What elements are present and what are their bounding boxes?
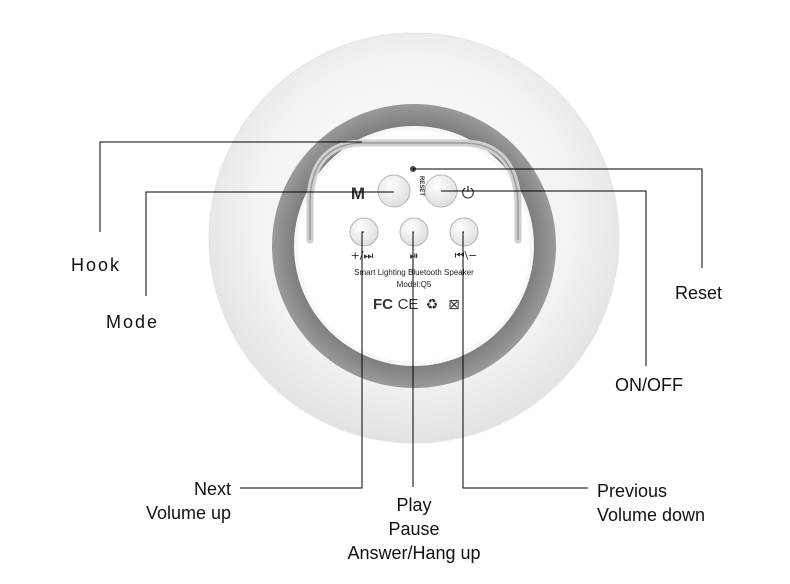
mode-button[interactable]: [377, 174, 411, 208]
callout-prev: Previous Volume down: [597, 479, 705, 527]
next-leader: [240, 231, 364, 489]
callout-next-line2: Volume up: [145, 503, 231, 523]
reset-mark: RESET: [418, 176, 424, 196]
reset-leader: [413, 168, 703, 268]
play-leader: [412, 231, 414, 487]
callout-reset: Reset: [675, 283, 723, 303]
callout-play: Play Pause Answer/Hang up: [316, 493, 512, 565]
model-line-2: Model:Q5: [397, 280, 432, 289]
play-pause-icon: ⏯: [410, 249, 419, 262]
callout-play-line1: Play: [396, 495, 432, 515]
mode-leader: [145, 191, 394, 296]
callout-prev-line2: Volume down: [597, 505, 706, 525]
callout-next: Next Volume up: [120, 477, 231, 525]
weee-bin-icon: ⊠: [448, 297, 460, 313]
prev-glyph: ⏮\−: [455, 249, 478, 262]
hook-leader: [99, 141, 362, 232]
callout-play-line2: Pause: [388, 519, 440, 539]
fcc-mark: FC: [373, 296, 393, 313]
ce-mark: CE: [398, 296, 419, 313]
power-icon: ⏻: [462, 183, 475, 202]
callout-play-line3: Answer/Hang up: [347, 543, 481, 563]
callout-prev-line1: Previous: [597, 481, 668, 501]
hook-outline: [309, 142, 519, 240]
onoff-leader: [441, 190, 647, 366]
callout-onoff: ON/OFF: [615, 375, 683, 395]
prev-leader: [462, 231, 588, 489]
callout-hook: Hook: [71, 255, 122, 275]
recycle-icon: ♻: [426, 297, 439, 313]
callout-next-line1: Next: [193, 479, 231, 499]
callout-mode: Mode: [106, 312, 160, 332]
mode-glyph: M: [351, 184, 365, 203]
model-line-1: Smart Lighting Bluetooth Speaker: [354, 268, 474, 277]
